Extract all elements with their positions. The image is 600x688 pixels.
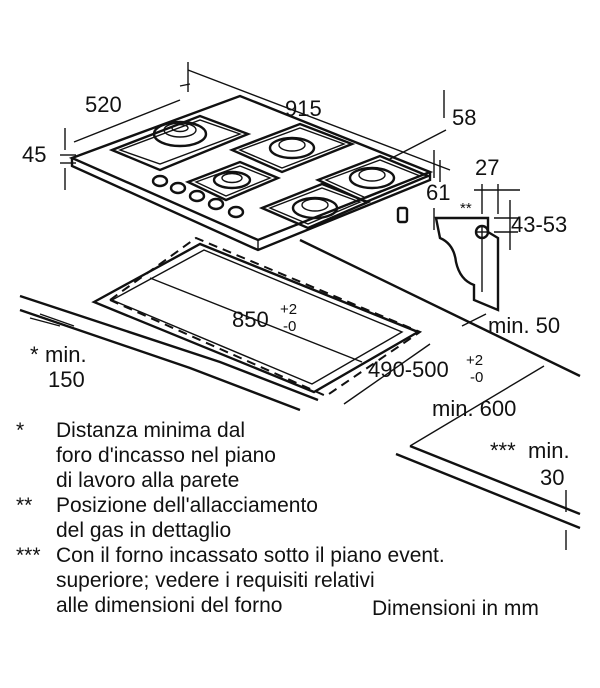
footnote-mark: * xyxy=(16,419,25,442)
worktop-dimension-lines xyxy=(29,277,567,550)
dim-cutout-width-tol-minus: -0 xyxy=(283,318,296,335)
footnote-mark: ** xyxy=(16,494,33,517)
footnote-text: Distanza minima dal foro d'incasso nel p… xyxy=(56,419,276,492)
footnote-text: Con il forno incassato sotto il piano ev… xyxy=(56,544,445,617)
dim-hob-depth: 520 xyxy=(85,92,122,117)
dimension-labels: 520 915 45 58 61 27 ** 43-53 min. 50 850… xyxy=(22,92,570,490)
dim-worktop-depth: min. 600 xyxy=(432,396,516,421)
footnote-oven: *** Con il forno incassato sotto il pian… xyxy=(16,543,576,618)
dim-oven-distance-min: min. xyxy=(528,438,570,463)
dim-cutout-depth-tol-plus: +2 xyxy=(466,352,483,369)
dim-gas-offset: 27 xyxy=(475,155,499,180)
hob-dimension-lines xyxy=(60,62,451,230)
footnote-gas-connection: ** Posizione dell'allacciamento del gas … xyxy=(16,493,576,543)
burners xyxy=(152,120,396,220)
gas-detail-marker: ** xyxy=(460,200,472,217)
gas-hob xyxy=(68,94,434,252)
dim-wall-distance-star: * xyxy=(30,342,39,367)
control-knobs xyxy=(151,174,245,219)
dim-top-height: 58 xyxy=(452,105,476,130)
gas-connection-stub xyxy=(396,206,409,224)
footnote-text: Posizione dell'allacciamento del gas in … xyxy=(56,494,318,542)
dim-oven-distance-value: 30 xyxy=(540,465,564,490)
gas-connection-detail xyxy=(434,184,520,312)
worktop xyxy=(19,238,581,530)
dim-cutout-depth: 490-500 xyxy=(368,357,449,382)
footnote-mark: *** xyxy=(16,544,41,567)
dim-hob-height: 45 xyxy=(22,142,46,167)
dim-wall-distance-min: min. xyxy=(45,342,87,367)
units-label: Dimensioni in mm xyxy=(372,597,539,620)
dim-wall-distance-value: 150 xyxy=(48,367,85,392)
footnote-wall-distance: * Distanza minima dal foro d'incasso nel… xyxy=(16,418,576,493)
dim-cutout-width-tol-plus: +2 xyxy=(280,301,297,318)
dim-wall-gap: min. 50 xyxy=(488,313,560,338)
dim-cutout-depth-tol-minus: -0 xyxy=(470,369,483,386)
footnotes: * Distanza minima dal foro d'incasso nel… xyxy=(16,418,576,618)
dim-gas-height: 43-53 xyxy=(511,212,567,237)
dim-hob-width: 915 xyxy=(285,96,322,121)
dim-cutout-width: 850 xyxy=(232,307,269,332)
dim-edge-offset: 61 xyxy=(426,180,450,205)
dim-oven-distance-stars: *** xyxy=(490,438,516,463)
pan-support-frames xyxy=(108,114,432,230)
